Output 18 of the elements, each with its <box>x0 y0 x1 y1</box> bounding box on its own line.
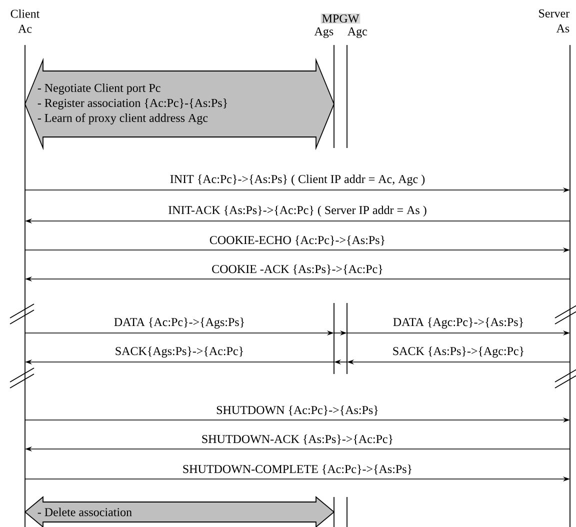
edge-label: SHUTDOWN-COMPLETE {Ac:Pc}->{As:Ps} <box>183 464 412 475</box>
double-arrow-box: - Negotiate Client port Pc - Register association {Ac:Pc}-{As:Ps} - Learn of proxy client address Agc <box>24 58 334 150</box>
edge-label: DATA {Ac:Pc}->{Ags:Ps} <box>114 318 244 329</box>
edge-label: SACK {As:Ps}->{Agc:Pc} <box>393 346 524 358</box>
edge-label: SHUTDOWN {Ac:Pc}->{As:Ps} <box>216 406 378 416</box>
edge-label: SACK{Ags:Ps}->{Ac:Pc} <box>116 346 243 358</box>
lifeline-header: Ags <box>314 27 334 38</box>
lifeline-header: Server As <box>539 9 570 32</box>
lifeline-header: Agc <box>348 27 368 38</box>
edge-label: COOKIE-ECHO {Ac:Pc}->{As:Ps} <box>210 236 384 246</box>
edge-label: DATA {Agc:Pc}->{As:Ps} <box>393 318 523 329</box>
edge-label: INIT-ACK {As:Ps}->{Ac:Pc} ( Server IP addr = As ) <box>168 206 426 217</box>
edge-label: SHUTDOWN-ACK {As:Ps}->{Ac:Pc} <box>202 434 392 445</box>
lifeline-header: Client Ac <box>10 9 40 33</box>
edge-label: COOKIE -ACK {As:Ps}->{Ac:Pc} <box>212 264 382 275</box>
edge-label: INIT {Ac:Pc}->{As:Ps} ( Client IP addr = Ac, Agc ) <box>170 174 425 186</box>
lifeline-segment <box>346 302 348 374</box>
gateway-label: MPGW <box>320 13 360 24</box>
